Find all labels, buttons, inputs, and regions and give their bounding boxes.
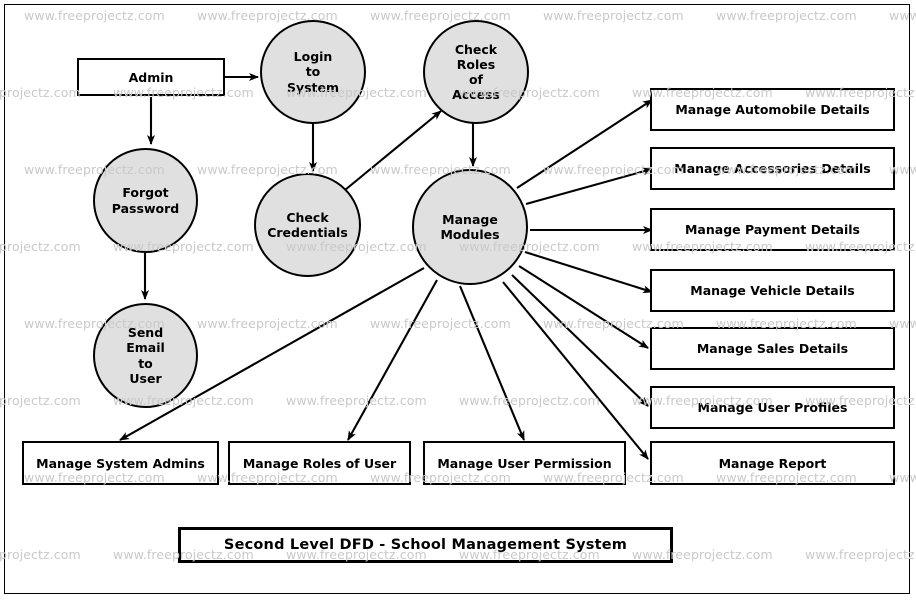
store-manage-roles-of-user-label: Manage Roles of User — [242, 455, 397, 471]
diagram-title-banner: Second Level DFD - School Management Sys… — [178, 527, 673, 563]
store-manage-vehicle-details[interactable]: Manage Vehicle Details — [650, 269, 895, 312]
flow-manage-modules-to-vehicle — [524, 250, 653, 294]
process-manage-modules[interactable]: Manage Modules — [412, 169, 528, 285]
process-send-email-to-user-label: Send Email to User — [126, 325, 165, 386]
process-check-roles-of-access[interactable]: Check Roles of Access — [423, 20, 529, 124]
process-check-credentials-label: Check Credentials — [267, 209, 348, 240]
store-manage-sales-details[interactable]: Manage Sales Details — [650, 327, 895, 370]
process-check-roles-of-access-label: Check Roles of Access — [452, 41, 500, 103]
flow-manage-modules-to-sales — [518, 265, 649, 349]
store-manage-payment-details[interactable]: Manage Payment Details — [650, 208, 895, 251]
flow-manage-modules-to-roles-of-user — [347, 279, 438, 441]
store-manage-user-permission-label: Manage User Permission — [437, 455, 612, 471]
store-manage-user-profiles[interactable]: Manage User Profiles — [650, 386, 895, 429]
flow-check-credentials-to-check-roles — [344, 110, 442, 191]
process-forgot-password-label: Forgot Password — [111, 185, 180, 216]
flow-manage-modules-to-automobile — [516, 99, 653, 189]
process-login-to-system[interactable]: Login to System — [260, 20, 366, 124]
process-check-credentials[interactable]: Check Credentials — [254, 173, 361, 277]
store-manage-accessories-details-label: Manage Accessories Details — [674, 161, 871, 176]
process-send-email-to-user[interactable]: Send Email to User — [93, 303, 198, 408]
store-manage-user-profiles-label: Manage User Profiles — [697, 400, 848, 415]
store-manage-accessories-details[interactable]: Manage Accessories Details — [650, 147, 895, 190]
flow-manage-modules-to-system-admins — [119, 267, 425, 441]
store-manage-roles-of-user[interactable]: Manage Roles of User — [228, 441, 411, 485]
store-manage-report[interactable]: Manage Report — [650, 441, 895, 485]
store-manage-system-admins[interactable]: Manage System Admins — [22, 441, 219, 485]
store-manage-automobile-details-label: Manage Automobile Details — [675, 102, 870, 117]
process-forgot-password[interactable]: Forgot Password — [93, 148, 198, 253]
store-manage-sales-details-label: Manage Sales Details — [696, 341, 849, 356]
process-manage-modules-label: Manage Modules — [440, 211, 500, 242]
external-entity-admin[interactable]: Admin — [77, 58, 225, 96]
process-login-to-system-label: Login to System — [286, 49, 340, 95]
store-manage-automobile-details[interactable]: Manage Automobile Details — [650, 88, 895, 131]
store-manage-payment-details-label: Manage Payment Details — [684, 222, 860, 237]
flow-manage-modules-to-report — [502, 281, 649, 460]
external-entity-admin-label: Admin — [128, 69, 174, 85]
store-manage-vehicle-details-label: Manage Vehicle Details — [690, 283, 855, 298]
store-manage-user-permission[interactable]: Manage User Permission — [423, 441, 626, 485]
store-manage-report-label: Manage Report — [718, 455, 827, 471]
flow-manage-modules-to-user-permission — [459, 285, 525, 441]
diagram-title-text: Second Level DFD - School Management Sys… — [223, 537, 628, 553]
flow-manage-modules-to-user-profiles — [511, 274, 649, 407]
store-manage-system-admins-label: Manage System Admins — [36, 455, 205, 471]
flow-manage-modules-to-accessories — [525, 167, 653, 206]
